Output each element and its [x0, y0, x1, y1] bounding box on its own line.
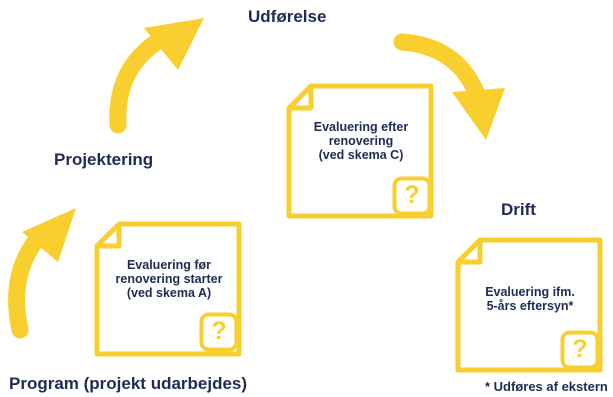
evaluation-line: 5-års eftersyn*: [486, 299, 574, 313]
question-mark: ?: [572, 335, 588, 363]
evaluation-line: Evaluering ifm.: [485, 285, 575, 299]
phase-label-drift: Drift: [501, 200, 536, 219]
phase-label-projektering: Projektering: [54, 150, 154, 169]
phase-label-udforelse: Udførelse: [248, 7, 327, 26]
question-mark: ?: [211, 317, 227, 345]
arrow-program-to-projektering: [8, 208, 76, 339]
question-badge-icon: [560, 330, 600, 370]
question-mark: ?: [404, 181, 420, 209]
phase-label-program: Program (projekt udarbejdes): [9, 374, 248, 393]
evaluation-line: (ved skema A): [126, 286, 212, 300]
evaluation-line: Evaluering før: [126, 258, 212, 272]
evaluation-line: renovering starter: [115, 272, 223, 286]
question-badge-icon: [392, 176, 432, 216]
evaluation-line: Evaluering efter: [313, 120, 409, 134]
question-badge-icon: [199, 312, 239, 352]
evaluation-5-ars-eftersyn: Evaluering ifm. 5-års eftersyn*: [461, 285, 599, 313]
arrow-projektering-to-udforelse: [109, 18, 204, 134]
footnote: * Udføres af ekstern: [485, 379, 608, 394]
evaluation-line: (ved skema C): [318, 148, 404, 162]
evaluation-for-renovering: Evaluering før renovering starter (ved s…: [100, 258, 238, 300]
arrow-udforelse-to-drift: [393, 33, 505, 140]
evaluation-line: renovering: [328, 134, 394, 148]
evaluation-efter-renovering: Evaluering efter renovering (ved skema C…: [292, 120, 430, 162]
